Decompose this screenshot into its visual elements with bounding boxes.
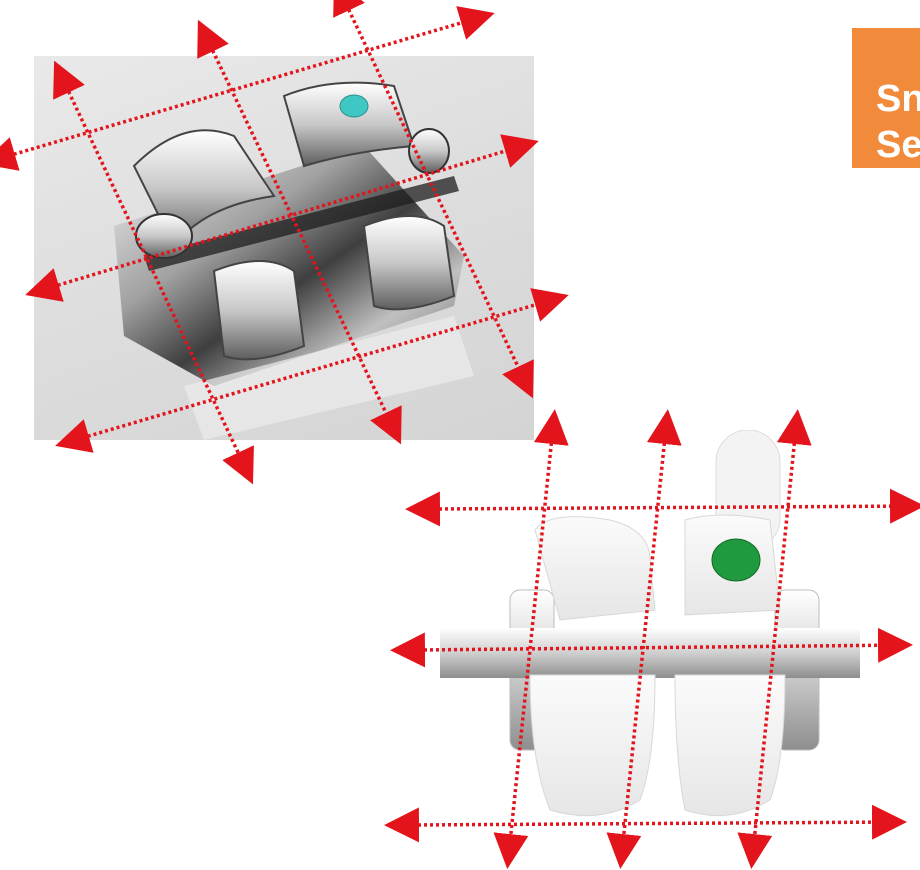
ceramic-h-arrow-2 [418,645,906,650]
ceramic-h-arrow-1 [433,506,918,509]
ceramic-v-arrow-3 [752,437,795,862]
ceramic-h-arrow-3 [412,822,900,825]
ceramic-v-arrow-2 [621,437,665,862]
metal-h-arrow-1 [8,15,488,156]
metal-h-arrow-3 [82,297,562,438]
metal-v-arrow-2 [210,45,398,438]
metal-v-arrow-1 [66,86,250,478]
metal-v-arrow-3 [346,4,530,392]
